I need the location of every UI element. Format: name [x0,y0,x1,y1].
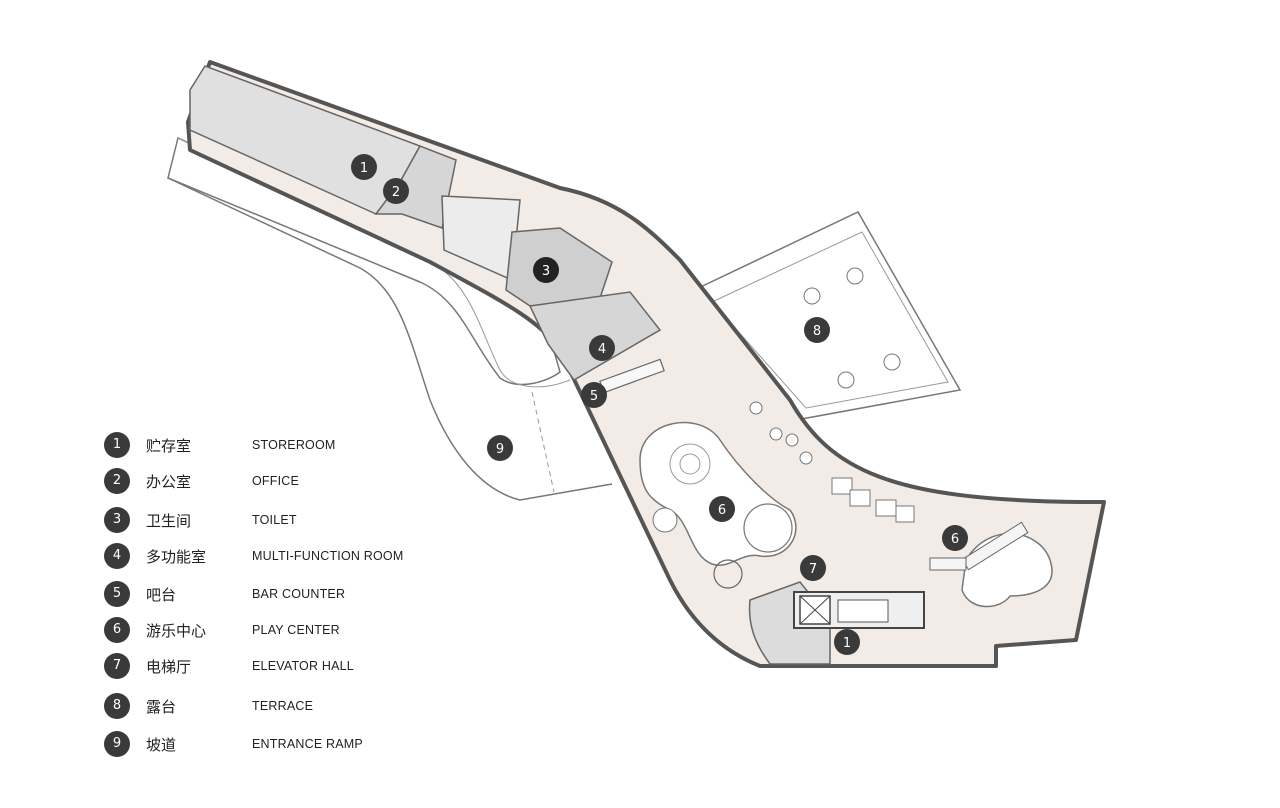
marker-terrace: 8 [804,317,830,343]
entrance-ramp-inner [177,137,571,388]
office-zone [374,145,457,229]
svg-text:9: 9 [496,442,504,457]
legend-item-play-center: 6 游乐中心 PLAY CENTER [104,617,464,645]
svg-text:1: 1 [360,161,368,176]
svg-text:8: 8 [813,324,821,339]
legend-item-toilet: 3 卫生间 TOILET [104,507,464,535]
legend-number: 7 [104,653,130,679]
legend-item-office: 2 办公室 OFFICE [104,468,464,496]
legend-item-multi-function-room: 4 多功能室 MULTI-FUNCTION ROOM [104,543,464,571]
marker-storeroom-north: 1 [351,154,377,180]
svg-text:1: 1 [843,636,851,651]
multi-function-zone [528,291,662,381]
legend-number: 1 [104,432,130,458]
legend-number: 3 [104,507,130,533]
legend-label-cn: 坡道 [146,736,177,754]
svg-text:3: 3 [542,264,550,279]
marker-play-center-east: 6 [942,525,968,551]
svg-text:6: 6 [951,532,959,547]
marker-entrance-ramp: 9 [487,435,513,461]
legend-number: 6 [104,617,130,643]
svg-text:6: 6 [718,503,726,518]
marker-elevator-hall: 7 [800,555,826,581]
legend-label-en: BAR COUNTER [252,587,346,601]
legend-item-entrance-ramp: 9 坡道 ENTRANCE RAMP [104,731,464,759]
svg-text:5: 5 [590,389,598,404]
legend-label-cn: 卫生间 [146,512,192,530]
ramp-dashed-line [531,391,555,493]
legend-number: 8 [104,693,130,719]
svg-text:7: 7 [809,562,817,577]
legend-label-en: TERRACE [252,699,314,713]
legend-label-cn: 贮存室 [146,437,192,455]
legend-item-bar-counter: 5 吧台 BAR COUNTER [104,581,464,609]
legend-label-en: TOILET [252,513,297,527]
legend-item-terrace: 8 露台 TERRACE [104,693,464,721]
legend-label-cn: 游乐中心 [146,622,207,640]
play-center-east-shape [929,521,1053,608]
legend-label-en: MULTI-FUNCTION ROOM [252,549,404,563]
marker-multi-function-room: 4 [589,335,615,361]
entrance-ramp-outer [167,177,613,501]
marker-bar-counter: 5 [581,382,607,408]
svg-text:2: 2 [392,185,400,200]
legend-label-en: ENTRANCE RAMP [252,737,363,751]
legend-number: 2 [104,468,130,494]
legend-label-cn: 电梯厅 [146,658,192,676]
svg-text:4: 4 [598,342,606,357]
legend-item-elevator-hall: 7 电梯厅 ELEVATOR HALL [104,653,464,681]
legend-number: 4 [104,543,130,569]
legend-item-storeroom: 1 贮存室 STOREROOM [104,432,464,460]
lounge-seating [749,401,915,523]
legend-label-en: ELEVATOR HALL [252,659,354,673]
marker-office: 2 [383,178,409,204]
legend-number: 9 [104,731,130,757]
legend-label-cn: 多功能室 [146,548,207,566]
marker-play-center-main: 6 [709,496,735,522]
legend-label-cn: 吧台 [146,586,177,604]
play-center-main-shape [639,421,797,589]
legend-number: 5 [104,581,130,607]
marker-storeroom-south: 1 [834,629,860,655]
legend-label-en: PLAY CENTER [252,623,340,637]
terrace-furniture [803,267,901,389]
marker-toilet: 3 [533,257,559,283]
legend-label-en: STOREROOM [252,438,336,452]
legend-label-en: OFFICE [252,474,300,488]
legend-label-cn: 办公室 [146,473,192,491]
elevator-core [793,591,925,629]
legend-label-cn: 露台 [146,698,177,716]
